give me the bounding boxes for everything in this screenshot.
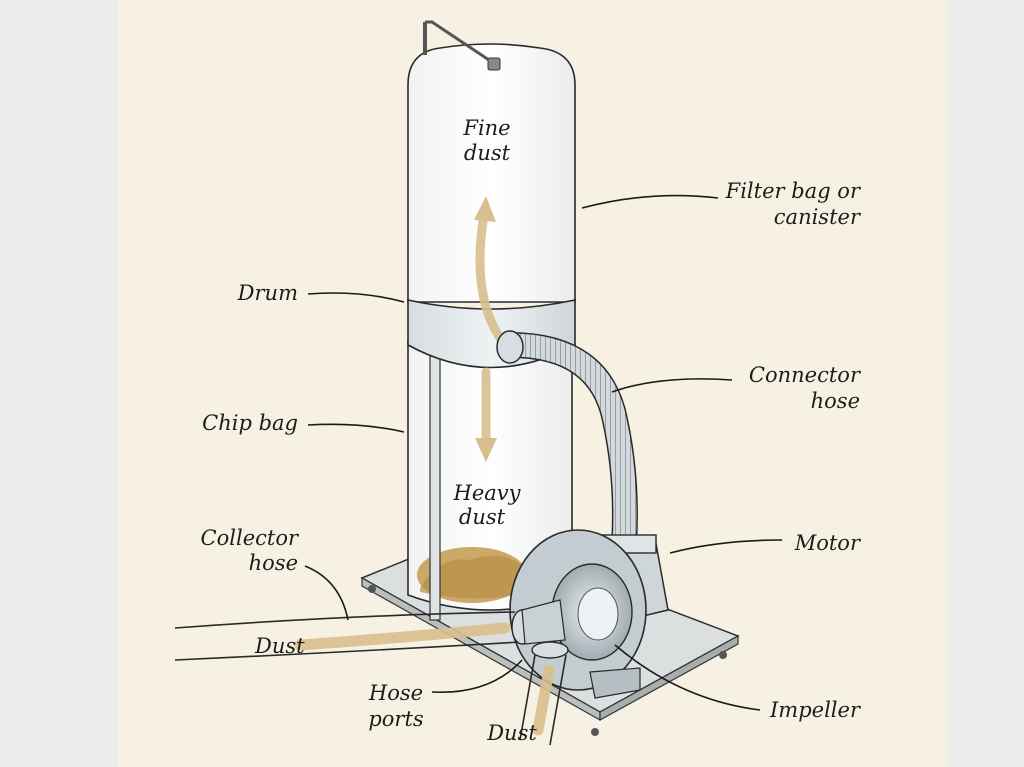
label-dust-left: Dust xyxy=(254,634,305,658)
label-collector-hose-2: hose xyxy=(249,551,298,575)
arrow-up-head xyxy=(474,196,496,222)
label-connector-hose-2: hose xyxy=(811,389,860,413)
arrow-down-head xyxy=(475,438,497,462)
leader-lines xyxy=(304,194,783,711)
label-chip-bag: Chip bag xyxy=(202,411,298,435)
label-hose-ports-1: Hose xyxy=(368,681,423,705)
label-connector-hose-1: Connector xyxy=(749,363,862,387)
connector-hose xyxy=(496,330,638,546)
label-filter-bag-1: Filter bag or xyxy=(725,179,862,203)
label-collector-hose-1: Collector xyxy=(201,526,300,550)
label-filter-bag-2: canister xyxy=(774,205,862,229)
label-drum: Drum xyxy=(237,281,298,305)
label-fine-dust-2: dust xyxy=(464,141,511,165)
label-dust-bottom: Dust xyxy=(486,721,537,745)
label-impeller: Impeller xyxy=(769,698,862,722)
label-hose-ports-2: ports xyxy=(368,707,424,731)
label-heavy-dust-1: Heavy xyxy=(453,481,522,505)
filter-bag xyxy=(407,43,576,303)
flow-arrows xyxy=(475,210,510,445)
collector-hose-bottom xyxy=(519,641,569,746)
label-heavy-dust-2: dust xyxy=(459,505,506,529)
label-fine-dust-1: Fine xyxy=(462,116,510,140)
label-motor: Motor xyxy=(794,531,862,555)
